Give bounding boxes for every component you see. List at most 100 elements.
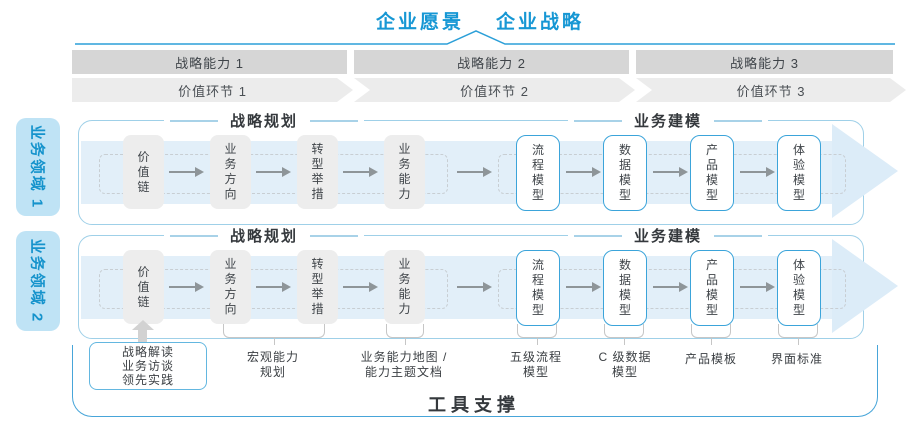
flow-panel-domain-1: 战略规划 业务建模 价值链 业务方向 转型举措 业务能力 流程模型 数据模型 产… <box>78 110 898 225</box>
note-line: 业务能力地图 / <box>360 350 448 364</box>
node-data-model: 数据模型 <box>603 135 647 211</box>
note-strategy-interview: 战略解读 业务访谈 领先实践 <box>89 342 207 390</box>
note-line: 模型 <box>522 365 550 379</box>
brace-product-template <box>691 324 731 345</box>
value-link-label: 价值环节 2 <box>460 83 529 99</box>
node-value-chain: 价值链 <box>123 250 164 324</box>
flow-arrow-icon <box>740 286 766 288</box>
flow-arrow-icon <box>653 286 679 288</box>
note-process-model: 五级流程 模型 <box>510 350 562 380</box>
node-business-direction: 业务方向 <box>210 135 251 209</box>
tool-support-container <box>72 345 878 417</box>
note-capability-map: 业务能力地图 / 能力主题文档 <box>361 350 448 380</box>
brace-capability-map <box>386 324 424 345</box>
strategy-capability-bar-2: 战略能力 2 <box>354 50 629 74</box>
modeling-header-label: 业务建模 <box>633 113 703 130</box>
note-line: 战略解读 <box>121 345 174 359</box>
header-rule-icon <box>169 234 218 237</box>
flow-arrow-icon <box>256 286 282 288</box>
up-arrow-icon <box>131 320 154 344</box>
note-line: C 级数据 <box>598 350 652 364</box>
node-label: 业务能力 <box>398 142 411 201</box>
node-label: 产品模型 <box>705 258 718 317</box>
flow-arrow-icon <box>566 286 592 288</box>
strategy-capability-label: 战略能力 2 <box>457 55 526 71</box>
node-label: 流程模型 <box>531 143 544 202</box>
big-arrow-icon <box>832 239 898 333</box>
note-line: 宏观能力 <box>246 350 300 364</box>
strategy-capability-bar-1: 战略能力 1 <box>72 50 347 74</box>
node-label: 转型举措 <box>311 142 324 201</box>
node-label: 流程模型 <box>531 258 544 317</box>
node-label: 转型举措 <box>311 257 324 316</box>
tool-support-title: 工具支撑 <box>428 395 520 415</box>
note-line: 规划 <box>259 365 287 379</box>
node-label: 数据模型 <box>618 258 631 317</box>
strategy-title: 企业战略 <box>496 12 585 33</box>
flow-arrow-icon <box>653 171 679 173</box>
note-macro-capability: 宏观能力 规划 <box>247 350 299 380</box>
node-label: 产品模型 <box>705 143 718 202</box>
flow-arrow-icon <box>457 171 483 173</box>
brace-process-model <box>517 324 557 345</box>
flow-arrow-icon <box>343 286 369 288</box>
domain-label: 业务领域 2 <box>28 238 46 324</box>
modeling-header: 业务建模 <box>567 110 769 131</box>
header-rule-icon <box>573 119 622 122</box>
note-line: 界面标准 <box>770 352 824 366</box>
note-line: 业务访谈 <box>121 359 174 373</box>
node-label: 体验模型 <box>792 143 805 202</box>
domain-tile-2: 业务领域 2 <box>16 231 60 331</box>
node-product-model: 产品模型 <box>690 135 734 211</box>
flow-arrow-icon <box>566 171 592 173</box>
brace-macro-capability <box>223 324 325 345</box>
strategy-capability-label: 战略能力 3 <box>730 55 799 71</box>
header-rule-icon <box>573 234 622 237</box>
node-label: 价值链 <box>137 264 150 309</box>
value-link-chevron-3: 价值环节 3 <box>636 78 906 102</box>
header-rule-icon <box>714 119 763 122</box>
flow-arrow-icon <box>740 171 766 173</box>
flow-panel-domain-2: 战略规划 业务建模 价值链 业务方向 转型举措 业务能力 流程模型 数据模型 产… <box>78 225 898 339</box>
node-process-model: 流程模型 <box>516 135 560 211</box>
modeling-header-label: 业务建模 <box>633 228 703 245</box>
note-line: 模型 <box>611 365 639 379</box>
strategy-capability-label: 战略能力 1 <box>175 55 244 71</box>
brace-ui-standard <box>778 324 818 345</box>
planning-header: 战略规划 <box>163 225 365 246</box>
node-transformation-initiative: 转型举措 <box>297 250 338 324</box>
value-link-label: 价值环节 1 <box>178 83 247 99</box>
node-experience-model: 体验模型 <box>777 135 821 211</box>
node-value-chain: 价值链 <box>123 135 164 209</box>
brace-data-model <box>604 324 644 345</box>
value-link-chevron-1: 价值环节 1 <box>72 78 353 102</box>
node-label: 业务方向 <box>224 257 237 316</box>
caret-line-icon <box>75 30 895 45</box>
node-process-model: 流程模型 <box>516 250 560 326</box>
flow-arrow-icon <box>256 171 282 173</box>
node-transformation-initiative: 转型举措 <box>297 135 338 209</box>
value-link-label: 价值环节 3 <box>736 83 806 99</box>
domain-tile-1: 业务领域 1 <box>16 118 60 216</box>
planning-header: 战略规划 <box>163 110 365 131</box>
flow-arrow-icon <box>169 286 195 288</box>
planning-header-label: 战略规划 <box>229 228 299 245</box>
header-rule-icon <box>310 234 359 237</box>
vision-title: 企业愿景 <box>376 12 465 33</box>
header-rule-icon <box>714 234 763 237</box>
modeling-header: 业务建模 <box>567 225 769 246</box>
note-product-template: 产品模板 <box>685 352 737 367</box>
node-experience-model: 体验模型 <box>777 250 821 326</box>
node-label: 业务方向 <box>224 142 237 201</box>
value-link-chevron-2: 价值环节 2 <box>354 78 635 102</box>
note-line: 五级流程 <box>509 350 563 364</box>
strategy-capability-bar-3: 战略能力 3 <box>636 50 893 74</box>
header-rule-icon <box>169 119 218 122</box>
node-label: 业务能力 <box>398 257 411 316</box>
note-line: 领先实践 <box>121 373 174 387</box>
node-data-model: 数据模型 <box>603 250 647 326</box>
node-label: 数据模型 <box>618 143 631 202</box>
node-product-model: 产品模型 <box>690 250 734 326</box>
header-rule-icon <box>310 119 359 122</box>
